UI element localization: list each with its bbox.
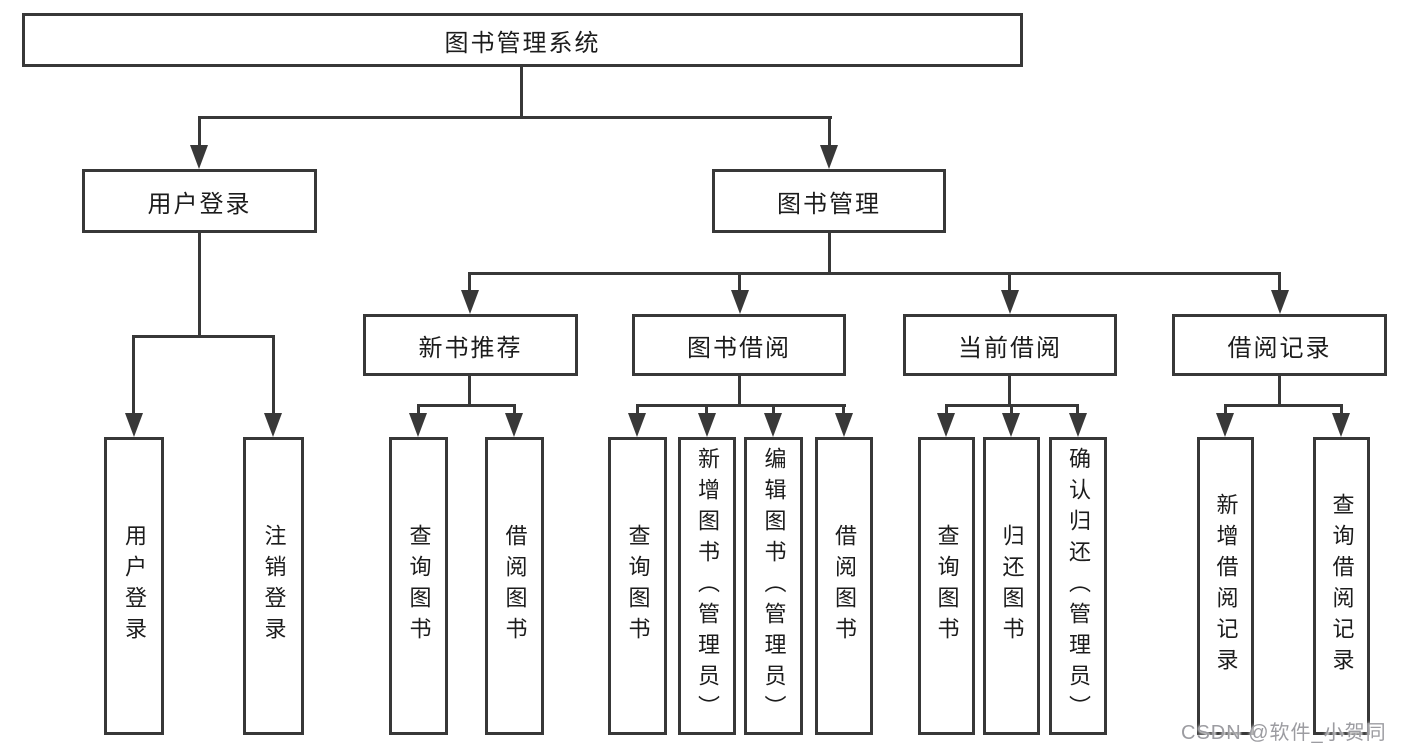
connector-line (198, 233, 201, 337)
arrow-down-icon (505, 413, 523, 437)
leaf-query-borrow-record-label: 查询借阅记录 (1329, 493, 1355, 679)
leaf-add-borrow-record: 新增借阅记录 (1197, 437, 1254, 735)
arrow-down-icon (190, 145, 208, 169)
connector-line (132, 335, 274, 338)
leaf-query-books-3: 查询图书 (918, 437, 975, 735)
leaf-add-book-admin-label: 新增图书（管理员） (695, 446, 720, 726)
leaf-borrow-books-2-label: 借阅图书 (832, 524, 857, 648)
node-root: 图书管理系统 (22, 13, 1023, 67)
leaf-add-borrow-record-label: 新增借阅记录 (1213, 493, 1239, 679)
connector-line (468, 272, 1281, 275)
connector-line (272, 335, 275, 415)
leaf-confirm-return-admin: 确认归还（管理员） (1049, 437, 1107, 735)
connector-line (198, 116, 832, 119)
arrow-down-icon (1332, 413, 1350, 437)
arrow-down-icon (764, 413, 782, 437)
leaf-query-books-1: 查询图书 (389, 437, 448, 735)
node-user-login: 用户登录 (82, 169, 317, 233)
arrow-down-icon (937, 413, 955, 437)
arrow-down-icon (628, 413, 646, 437)
leaf-return-book: 归还图书 (983, 437, 1040, 735)
leaf-logout: 注销登录 (243, 437, 304, 735)
leaf-logout-label: 注销登录 (261, 524, 287, 648)
connector-line (1076, 404, 1079, 415)
node-book-management: 图书管理 (712, 169, 946, 233)
node-borrowing-records-label: 借阅记录 (1227, 334, 1332, 362)
leaf-edit-book-admin-label: 编辑图书（管理员） (761, 446, 787, 726)
connector-line (1340, 404, 1343, 415)
node-book-borrowing: 图书借阅 (632, 314, 846, 376)
connector-line (828, 116, 831, 148)
node-book-borrowing-label: 图书借阅 (687, 334, 791, 362)
connector-line (468, 376, 471, 407)
arrow-down-icon (125, 413, 143, 437)
connector-line (738, 272, 741, 294)
leaf-user-login: 用户登录 (104, 437, 164, 735)
arrow-down-icon (835, 413, 853, 437)
arrow-down-icon (1271, 290, 1289, 314)
arrow-down-icon (461, 290, 479, 314)
leaf-borrow-books-1: 借阅图书 (485, 437, 544, 735)
connector-line (1278, 272, 1281, 294)
connector-line (1008, 376, 1011, 407)
leaf-query-borrow-record: 查询借阅记录 (1313, 437, 1370, 735)
arrow-down-icon (820, 145, 838, 169)
arrow-down-icon (1001, 290, 1019, 314)
connector-line (513, 404, 516, 415)
node-user-login-label: 用户登录 (147, 190, 252, 218)
arrow-down-icon (698, 413, 716, 437)
connector-line (636, 404, 846, 407)
connector-line (198, 116, 201, 148)
connector-line (842, 404, 845, 415)
connector-line (828, 233, 831, 274)
connector-line (1010, 404, 1013, 415)
leaf-user-login-label: 用户登录 (122, 524, 147, 648)
connector-line (417, 404, 420, 415)
connector-line (1224, 404, 1227, 415)
connector-line (945, 404, 948, 415)
connector-line (705, 404, 708, 415)
connector-line (468, 272, 471, 294)
leaf-query-books-3-label: 查询图书 (934, 524, 960, 648)
leaf-query-books-2-label: 查询图书 (625, 524, 651, 648)
connector-line (636, 404, 639, 415)
node-current-borrowing-label: 当前借阅 (958, 334, 1062, 362)
node-new-book-recommend: 新书推荐 (363, 314, 578, 376)
leaf-query-books-1-label: 查询图书 (406, 524, 432, 648)
connector-line (520, 66, 523, 118)
leaf-edit-book-admin: 编辑图书（管理员） (744, 437, 803, 735)
node-book-management-label: 图书管理 (777, 190, 881, 218)
node-new-book-recommend-label: 新书推荐 (418, 334, 523, 362)
leaf-borrow-books-2: 借阅图书 (815, 437, 873, 735)
connector-line (738, 376, 741, 407)
connector-line (417, 404, 516, 407)
connector-line (1008, 272, 1011, 294)
leaf-return-book-label: 归还图书 (999, 524, 1025, 648)
leaf-add-book-admin: 新增图书（管理员） (678, 437, 736, 735)
node-root-label: 图书管理系统 (444, 29, 601, 57)
connector-line (1224, 404, 1343, 407)
node-borrowing-records: 借阅记录 (1172, 314, 1387, 376)
leaf-confirm-return-admin-label: 确认归还（管理员） (1066, 446, 1091, 726)
node-current-borrowing: 当前借阅 (903, 314, 1117, 376)
arrow-down-icon (731, 290, 749, 314)
arrow-down-icon (409, 413, 427, 437)
connector-line (132, 335, 135, 415)
watermark: CSDN @软件_小贺同学 (1181, 722, 1387, 744)
connector-line (772, 404, 775, 415)
arrow-down-icon (264, 413, 282, 437)
connector-line (1278, 376, 1281, 407)
leaf-query-books-2: 查询图书 (608, 437, 667, 735)
arrow-down-icon (1069, 413, 1087, 437)
leaf-borrow-books-1-label: 借阅图书 (502, 524, 528, 648)
arrow-down-icon (1216, 413, 1234, 437)
arrow-down-icon (1002, 413, 1020, 437)
